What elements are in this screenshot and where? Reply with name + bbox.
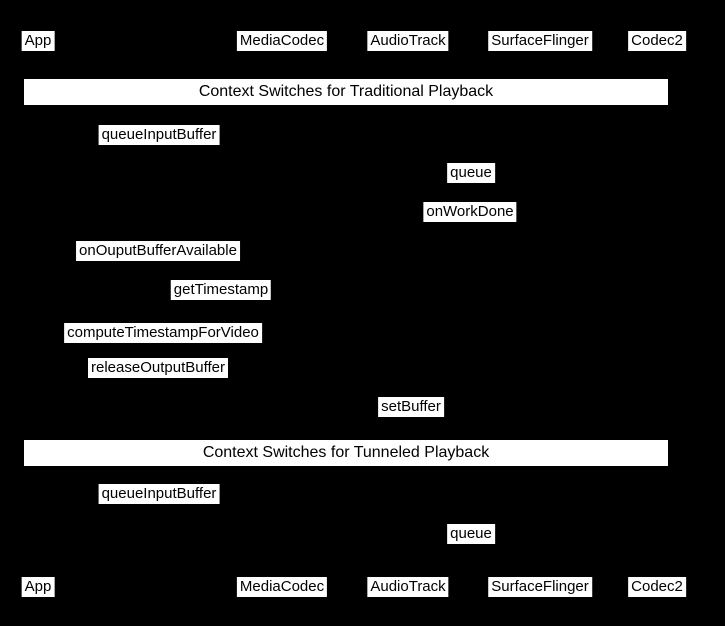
message-onworkdone: onWorkDone [423, 202, 517, 222]
message-setbuffer: setBuffer [378, 397, 444, 417]
actor-top-audiotrack: AudioTrack [367, 31, 449, 51]
section-title-traditional-playback: Context Switches for Traditional Playbac… [24, 79, 668, 105]
actor-bottom-audiotrack: AudioTrack [367, 577, 449, 597]
section-title-tunneled-playback: Context Switches for Tunneled Playback [24, 440, 668, 466]
actor-top-surfaceflinger: SurfaceFlinger [488, 31, 592, 51]
message-gettimestamp: getTimestamp [170, 280, 272, 300]
message-queueinputbuffer-2: queueInputBuffer [98, 484, 220, 504]
actor-top-codec2: Codec2 [628, 31, 686, 51]
actor-bottom-surfaceflinger: SurfaceFlinger [488, 577, 592, 597]
message-onouputbufferavailable: onOuputBufferAvailable [76, 241, 240, 261]
actor-bottom-mediacodec: MediaCodec [236, 577, 328, 597]
message-releaseoutputbuffer: releaseOutputBuffer [88, 358, 228, 378]
actor-top-app: App [21, 31, 55, 51]
message-computetimestampforvideo: computeTimestampForVideo [64, 323, 262, 343]
message-queue-2: queue [447, 524, 495, 544]
actor-bottom-codec2: Codec2 [628, 577, 686, 597]
message-queue-1: queue [447, 163, 495, 183]
actor-top-mediacodec: MediaCodec [236, 31, 328, 51]
message-queueinputbuffer-1: queueInputBuffer [98, 125, 220, 145]
actor-bottom-app: App [21, 577, 55, 597]
